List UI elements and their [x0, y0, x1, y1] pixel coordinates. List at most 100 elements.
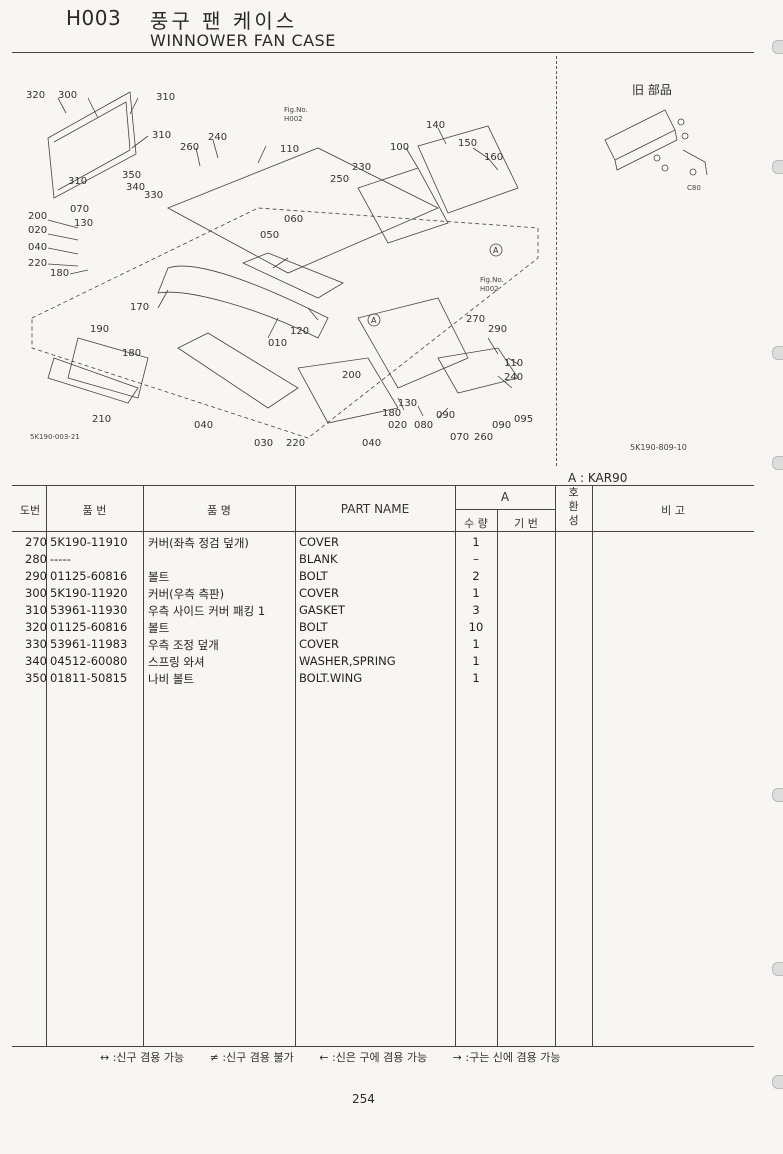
header-no: 도번: [19, 504, 41, 517]
circle-ref-markers: [367, 243, 503, 327]
cell-no: 310: [25, 603, 47, 617]
cell-no: 290: [25, 569, 47, 583]
svg-text:110: 110: [504, 358, 523, 369]
svg-text:350: 350: [122, 170, 141, 181]
cell-name-kr: 나비 볼트: [148, 672, 194, 686]
cell-part-no: 04512-60080: [50, 654, 128, 668]
cell-no: 320: [25, 620, 47, 634]
cell-qty: 1: [472, 654, 480, 668]
svg-text:160: 160: [484, 152, 503, 163]
cell-no: 340: [25, 654, 47, 668]
table-header-rule: [12, 531, 754, 532]
svg-text:130: 130: [74, 218, 93, 229]
table-subheader-rule: [455, 509, 555, 510]
cell-name-en: BLANK: [299, 552, 338, 566]
old-parts-title: 旧 部品: [632, 83, 672, 97]
cell-name-en: COVER: [299, 637, 340, 651]
svg-text:040: 040: [194, 420, 213, 431]
cell-name-en: COVER: [299, 586, 340, 600]
col-line: [555, 485, 556, 1046]
svg-text:190: 190: [90, 324, 109, 335]
old-parts-diagram: C80: [604, 109, 708, 192]
cell-qty: 1: [472, 637, 480, 651]
svg-text:180: 180: [50, 268, 69, 279]
cell-name-kr: 볼트: [148, 621, 170, 635]
cell-name-en: COVER: [299, 535, 340, 549]
col-line: [455, 485, 456, 1046]
svg-text:240: 240: [208, 132, 227, 143]
cell-qty: –: [473, 552, 479, 566]
svg-text:200: 200: [28, 211, 47, 222]
svg-text:100: 100: [390, 142, 409, 153]
svg-text:180: 180: [122, 348, 141, 359]
svg-text:310: 310: [68, 176, 87, 187]
cell-name-en: BOLT.WING: [299, 671, 363, 685]
svg-text:240: 240: [504, 372, 523, 383]
fig-no-note: Fig.No. H002 Fig.No. H002: [284, 106, 504, 293]
col-line: [497, 509, 498, 1046]
cell-no: 300: [25, 586, 47, 600]
cell-qty: 3: [472, 603, 480, 617]
svg-text:070: 070: [70, 204, 89, 215]
svg-text:Fig.No.: Fig.No.: [480, 276, 504, 284]
cell-name-en: BOLT: [299, 569, 328, 583]
svg-text:070: 070: [450, 432, 469, 443]
svg-text:040: 040: [28, 242, 47, 253]
page-title-english: WINNOWER FAN CASE: [150, 31, 336, 50]
binder-hole: [772, 456, 783, 470]
svg-text:010: 010: [268, 338, 287, 349]
svg-text:095: 095: [514, 414, 533, 425]
header-rule: [12, 52, 754, 53]
svg-text:310: 310: [156, 92, 175, 103]
figure-reference-right: 5K190-809-10: [630, 443, 687, 452]
svg-text:120: 120: [290, 326, 309, 337]
col-line: [143, 485, 144, 1046]
cell-name-kr: 우측 사이드 커버 패킹 1: [148, 604, 266, 618]
cell-name-en: GASKET: [299, 603, 345, 617]
cell-name-en: WASHER,SPRING: [299, 654, 396, 668]
cell-name-kr: 커버(좌측 정검 덮개): [148, 536, 249, 550]
compatibility-legend: ↔ :신구 겸용 가능 ≠ :신구 겸용 불가 ← :신은 구에 겸용 가능 →…: [100, 1049, 583, 1065]
svg-text:020: 020: [28, 225, 47, 236]
cell-part-no: 01125-60816: [50, 620, 128, 634]
svg-text:220: 220: [28, 258, 47, 269]
cell-name-kr: 스프링 와셔: [148, 655, 205, 669]
page-title-korean: 풍구 팬 케이스: [150, 9, 298, 33]
svg-text:090: 090: [436, 410, 455, 421]
svg-text:340: 340: [126, 182, 145, 193]
svg-text:170: 170: [130, 302, 149, 313]
header-group-a: A: [500, 490, 510, 504]
binder-hole: [772, 346, 783, 360]
cell-no: 270: [25, 535, 47, 549]
svg-text:A: A: [493, 246, 499, 255]
header-part-no: 품 번: [82, 504, 107, 517]
svg-text:A: A: [371, 316, 377, 325]
header-serial: 기 번: [514, 517, 538, 530]
cell-qty: 1: [472, 671, 480, 685]
cell-part-no: -----: [50, 552, 71, 566]
cell-part-no: 5K190-11910: [50, 535, 128, 549]
page-number: 254: [352, 1092, 375, 1106]
cell-name-en: BOLT: [299, 620, 328, 634]
svg-text:300: 300: [58, 90, 77, 101]
cell-part-no: 5K190-11920: [50, 586, 128, 600]
svg-text:050: 050: [260, 230, 279, 241]
binder-hole: [772, 40, 783, 54]
svg-text:290: 290: [488, 324, 507, 335]
svg-text:270: 270: [466, 314, 485, 325]
cell-no: 280: [25, 552, 47, 566]
svg-text:020: 020: [388, 420, 407, 431]
old-parts-callout: C80: [687, 184, 701, 192]
header-remarks: 비 고: [661, 504, 685, 517]
svg-text:230: 230: [352, 162, 371, 173]
svg-text:260: 260: [474, 432, 493, 443]
table-bottom-rule: [12, 1046, 754, 1047]
svg-text:080: 080: [414, 420, 433, 431]
cell-qty: 1: [472, 535, 480, 549]
svg-text:210: 210: [92, 414, 111, 425]
svg-text:030: 030: [254, 438, 273, 449]
binder-hole: [772, 788, 783, 802]
header-qty: 수 량: [464, 517, 488, 530]
svg-text:150: 150: [458, 138, 477, 149]
